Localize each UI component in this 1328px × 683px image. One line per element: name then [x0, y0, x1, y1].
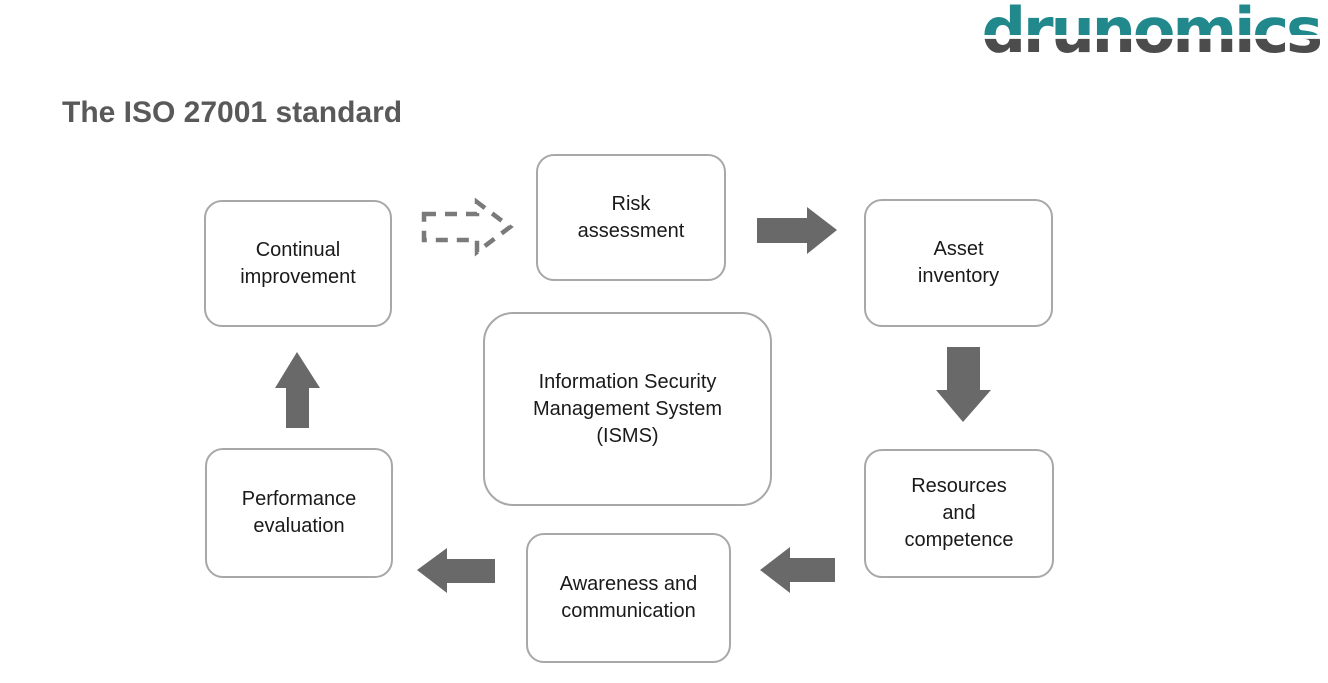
node-risk-assessment: Risk assessment	[536, 154, 726, 281]
logo-text-bottom: drunomics	[981, 0, 1320, 67]
logo-text-top: drunomics	[981, 0, 1320, 67]
up-arrow-icon	[275, 352, 320, 428]
node-continual-improvement: Continual improvement	[204, 200, 392, 327]
dashed-right-arrow-icon	[421, 197, 514, 257]
slide-title: The ISO 27001 standard	[62, 96, 403, 129]
node-performance-evaluation: Performance evaluation	[205, 448, 393, 578]
drunomics-logo: drunomics drunomics	[960, 0, 1320, 64]
node-isms-center: Information Security Management System (…	[483, 312, 772, 506]
node-awareness-communication: Awareness and communication	[526, 533, 731, 663]
node-asset-inventory: Asset inventory	[864, 199, 1053, 327]
right-arrow-icon	[757, 207, 837, 254]
left-arrow-right-icon	[760, 547, 835, 593]
down-arrow-icon	[936, 347, 991, 422]
left-arrow-left-icon	[417, 548, 495, 593]
node-resources-competence: Resources and competence	[864, 449, 1054, 578]
